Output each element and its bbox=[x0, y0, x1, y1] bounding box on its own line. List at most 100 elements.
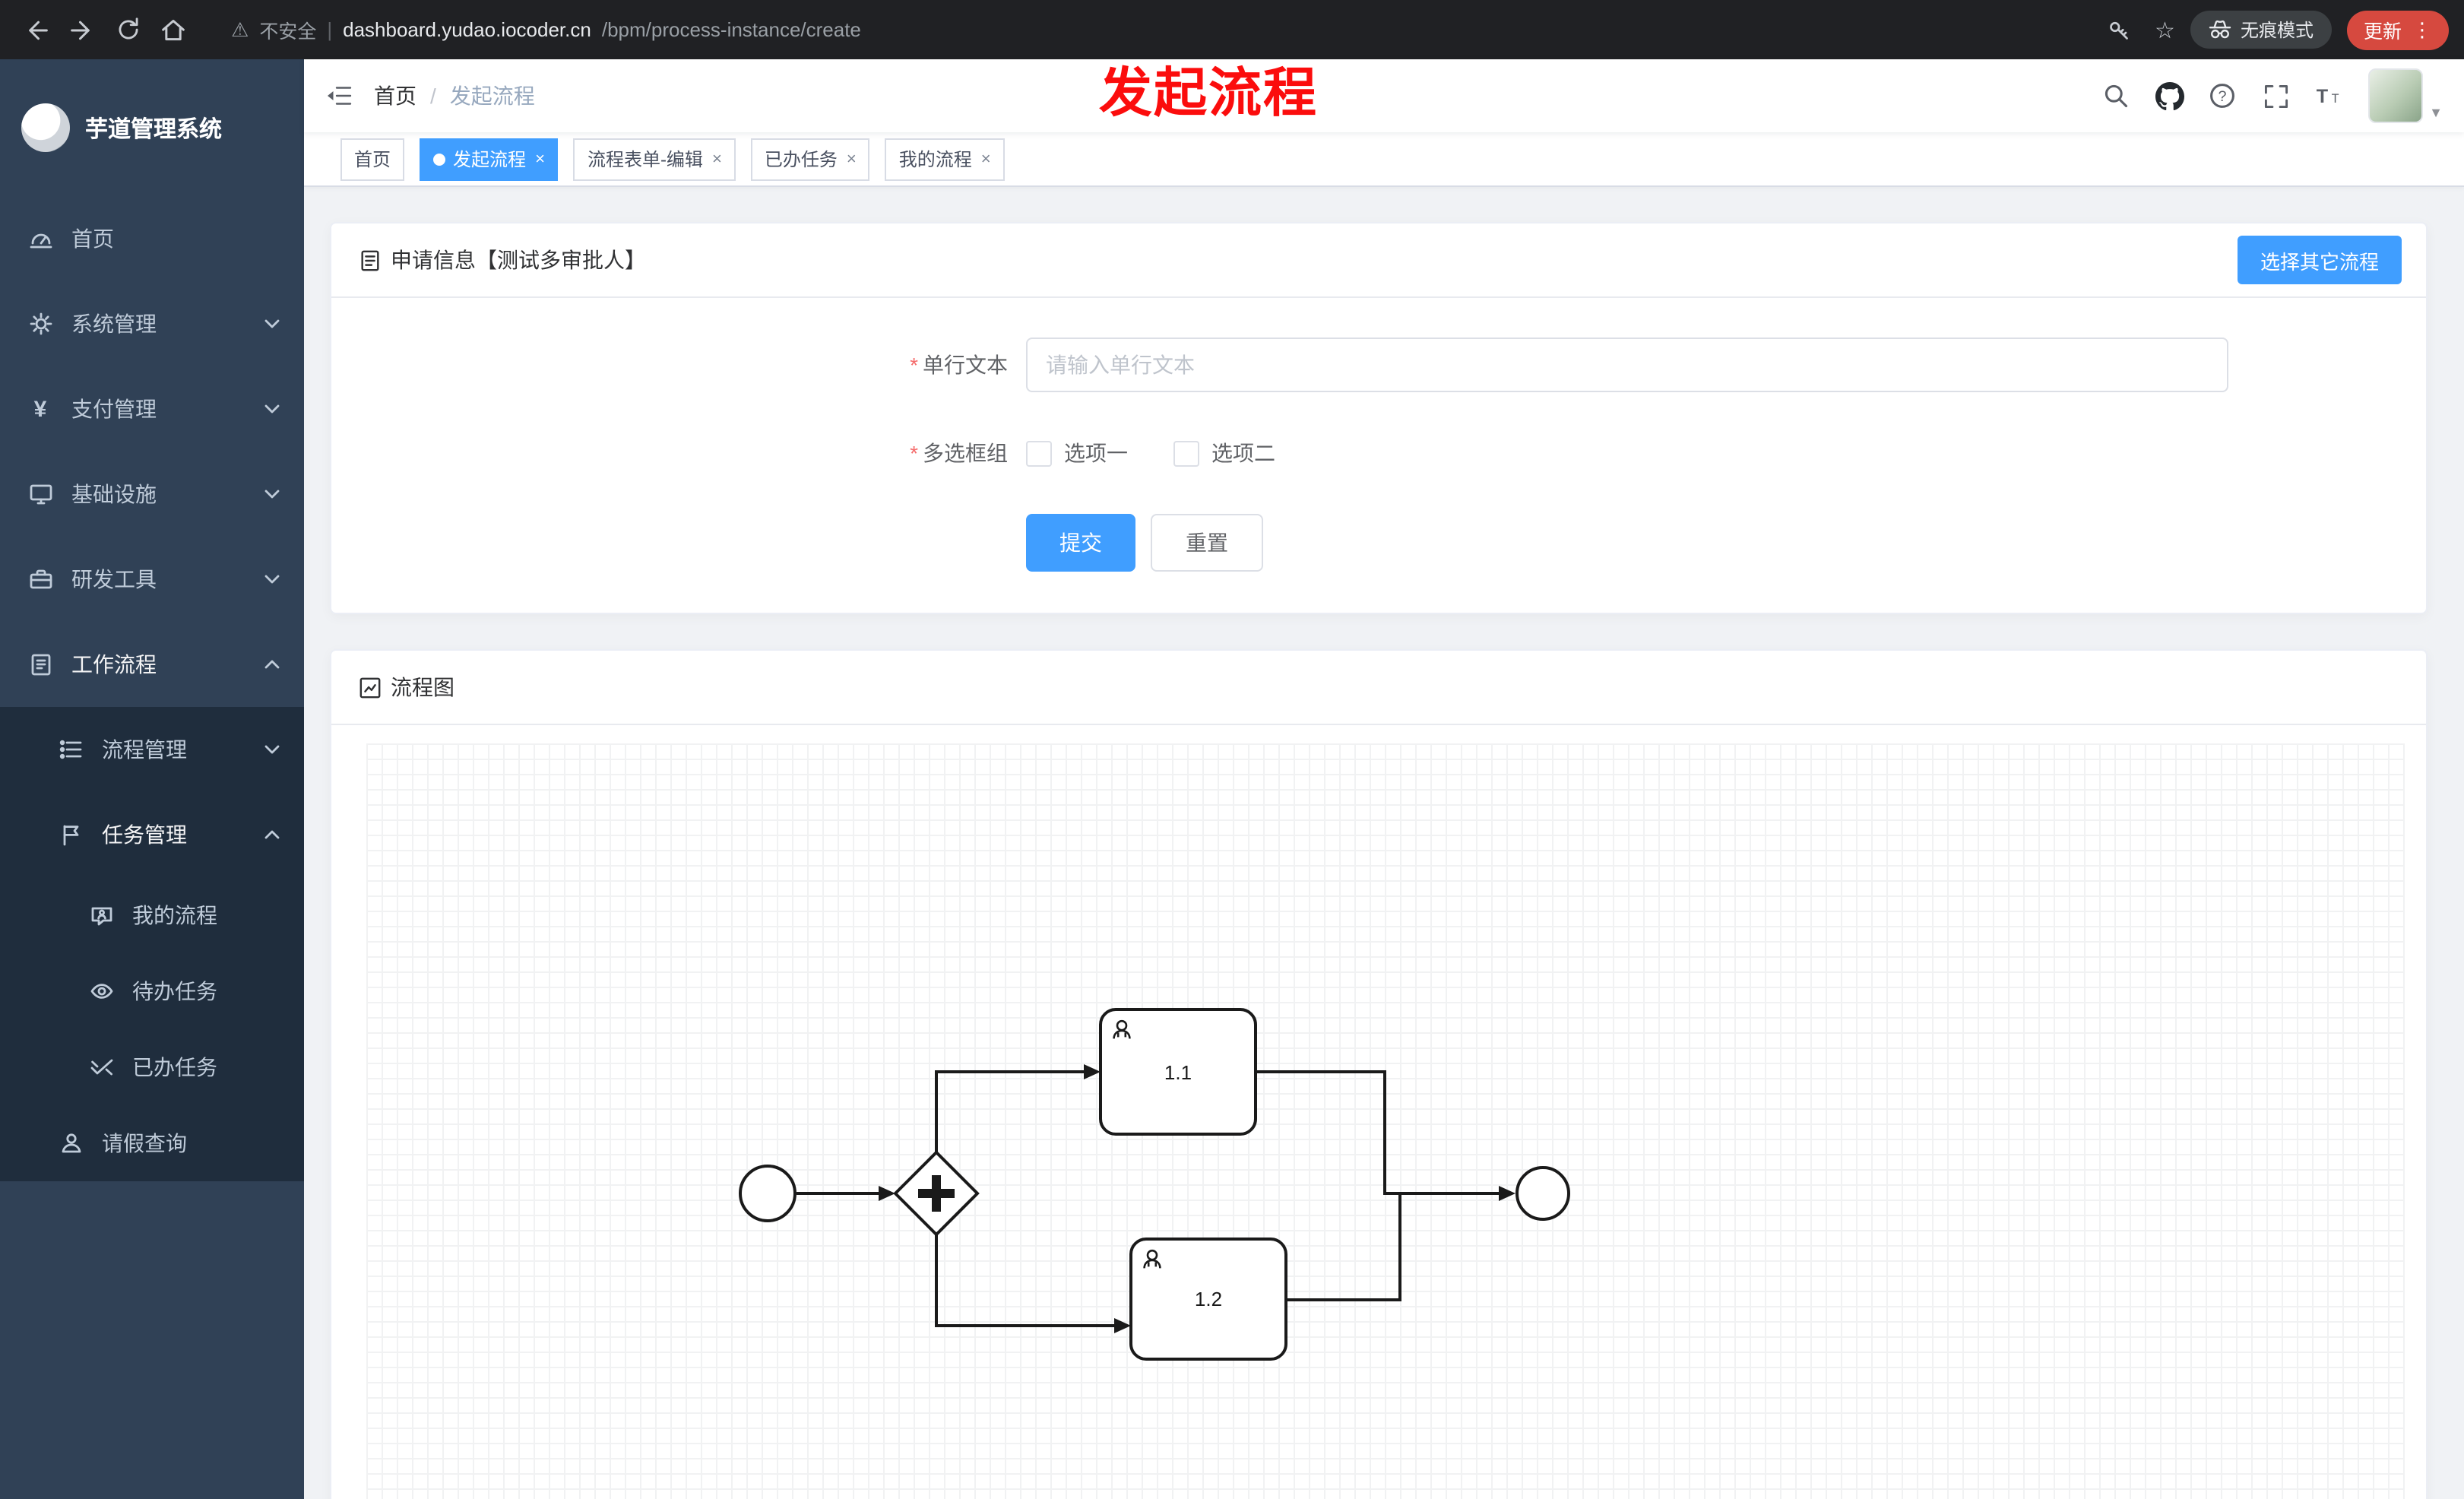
close-icon[interactable]: × bbox=[980, 150, 991, 168]
single-line-text-input[interactable] bbox=[1026, 338, 2228, 392]
back-icon[interactable] bbox=[15, 8, 58, 51]
clipboard-icon bbox=[27, 651, 53, 677]
checkbox-label: 选项一 bbox=[1064, 441, 1128, 465]
tags-view: 首页 发起流程 × 流程表单-编辑 × 已办任务 × 我的流程 × bbox=[304, 132, 2464, 187]
form-row-text: *单行文本 bbox=[795, 338, 2426, 392]
sidebar-item-infra[interactable]: 基础设施 bbox=[0, 452, 304, 537]
sidebar-item-todo-tasks[interactable]: 待办任务 bbox=[0, 953, 304, 1029]
tab-my-processes[interactable]: 我的流程 × bbox=[885, 138, 1005, 180]
svg-text:T: T bbox=[2332, 92, 2339, 106]
flow-task2-to-end bbox=[1286, 1195, 1401, 1301]
flag-icon bbox=[58, 822, 84, 848]
incognito-badge: 无痕模式 bbox=[2190, 11, 2332, 49]
user-task-2-node[interactable]: 1.2 bbox=[1129, 1238, 1287, 1361]
required-asterisk: * bbox=[910, 441, 918, 465]
end-event-node[interactable] bbox=[1515, 1166, 1570, 1221]
update-button[interactable]: 更新 ⋮ bbox=[2346, 10, 2449, 49]
plus-icon bbox=[918, 1175, 955, 1212]
incognito-icon bbox=[2209, 20, 2231, 39]
document-icon bbox=[361, 249, 379, 271]
home-icon[interactable] bbox=[152, 8, 195, 51]
url-path[interactable]: /bpm/process-instance/create bbox=[601, 18, 861, 41]
user-icon bbox=[1113, 1019, 1131, 1039]
sidebar-toggle-icon[interactable] bbox=[304, 59, 374, 132]
checkbox-box[interactable] bbox=[1026, 440, 1052, 466]
address-bar[interactable]: ⚠ 不安全 | dashboard.yudao.iocoder.cn/bpm/p… bbox=[231, 15, 2094, 44]
chevron-down-icon bbox=[264, 745, 280, 754]
sidebar-item-payment[interactable]: ¥ 支付管理 bbox=[0, 366, 304, 452]
list-icon bbox=[58, 737, 84, 762]
password-key-icon[interactable] bbox=[2097, 8, 2139, 51]
sidebar-item-leave-query[interactable]: 请假查询 bbox=[0, 1105, 304, 1181]
close-icon[interactable]: × bbox=[846, 150, 857, 168]
close-icon[interactable]: × bbox=[535, 150, 545, 168]
tab-create-process[interactable]: 发起流程 × bbox=[420, 138, 559, 180]
monitor-icon bbox=[27, 481, 53, 507]
process-diagram-card: 流程图 bbox=[330, 649, 2428, 1499]
tab-label: 首页 bbox=[354, 149, 391, 170]
sidebar-item-label: 流程管理 bbox=[102, 737, 187, 762]
task-label: 1.1 bbox=[1164, 1061, 1192, 1084]
sidebar-item-label: 待办任务 bbox=[132, 979, 217, 1003]
flow-task1-to-end bbox=[1256, 1070, 1503, 1195]
sidebar-item-label: 基础设施 bbox=[71, 482, 157, 506]
tab-form-edit[interactable]: 流程表单-编辑 × bbox=[573, 138, 736, 180]
sidebar-item-my-processes[interactable]: 我的流程 bbox=[0, 877, 304, 953]
tab-home[interactable]: 首页 bbox=[340, 138, 405, 180]
browser-menu-icon[interactable]: ⋮ bbox=[2412, 17, 2432, 40]
tab-done-tasks[interactable]: 已办任务 × bbox=[750, 138, 870, 180]
tab-label: 已办任务 bbox=[764, 149, 838, 170]
person-chat-icon bbox=[88, 902, 114, 928]
sidebar-item-task-mgmt[interactable]: 任务管理 bbox=[0, 792, 304, 877]
sidebar-item-process-mgmt[interactable]: 流程管理 bbox=[0, 707, 304, 792]
sidebar-item-devtools[interactable]: 研发工具 bbox=[0, 537, 304, 622]
sidebar-item-done-tasks[interactable]: 已办任务 bbox=[0, 1029, 304, 1105]
toolbox-icon bbox=[27, 566, 53, 592]
forward-icon[interactable] bbox=[61, 8, 103, 51]
bookmark-star-icon[interactable]: ☆ bbox=[2155, 17, 2175, 43]
choose-other-process-button[interactable]: 选择其它流程 bbox=[2237, 236, 2402, 284]
bpmn-diagram: 1.1 1.2 bbox=[739, 1008, 1570, 1361]
checkbox-option-1[interactable]: 选项一 bbox=[1026, 438, 1128, 468]
eye-icon bbox=[88, 978, 114, 1004]
security-label[interactable]: 不安全 bbox=[259, 21, 317, 43]
avatar[interactable] bbox=[2368, 68, 2424, 123]
checkbox-box[interactable] bbox=[1173, 440, 1199, 466]
refresh-icon[interactable] bbox=[106, 8, 149, 51]
sidebar-item-home[interactable]: 首页 bbox=[0, 196, 304, 281]
chevron-up-icon bbox=[264, 830, 280, 839]
user-menu[interactable]: ▼ bbox=[2368, 68, 2443, 123]
tab-label: 发起流程 bbox=[453, 149, 527, 170]
breadcrumb-home[interactable]: 首页 bbox=[374, 84, 416, 108]
help-icon[interactable]: ? bbox=[2203, 76, 2242, 116]
fullscreen-icon[interactable] bbox=[2256, 76, 2295, 116]
apply-info-card: 申请信息【测试多审批人】 选择其它流程 *单行文本 *多选框组 bbox=[330, 222, 2428, 614]
close-icon[interactable]: × bbox=[711, 150, 722, 168]
url-domain[interactable]: dashboard.yudao.iocoder.cn bbox=[343, 18, 591, 41]
field-label: *多选框组 bbox=[910, 441, 1008, 465]
app-logo[interactable]: 芋道管理系统 bbox=[0, 59, 304, 196]
bpmn-canvas[interactable]: 1.1 1.2 bbox=[366, 743, 2405, 1499]
reset-button[interactable]: 重置 bbox=[1151, 514, 1263, 572]
sidebar: 芋道管理系统 首页 系统管理 ¥ 支付管理 基础设施 bbox=[0, 59, 304, 1499]
incognito-label: 无痕模式 bbox=[2240, 20, 2314, 41]
checkbox-option-2[interactable]: 选项二 bbox=[1173, 438, 1275, 468]
search-icon[interactable] bbox=[2096, 76, 2136, 116]
address-separator: | bbox=[327, 18, 333, 41]
flow-chart-icon bbox=[359, 677, 381, 698]
required-asterisk: * bbox=[910, 353, 918, 377]
caret-down-icon: ▼ bbox=[2429, 105, 2443, 120]
sidebar-submenu-workflow: 流程管理 任务管理 我的流程 待办任务 已办 bbox=[0, 707, 304, 1181]
user-task-1-node[interactable]: 1.1 bbox=[1099, 1008, 1257, 1136]
sidebar-item-system[interactable]: 系统管理 bbox=[0, 281, 304, 366]
submit-button[interactable]: 提交 bbox=[1026, 514, 1135, 572]
start-event-node[interactable] bbox=[739, 1165, 797, 1222]
github-icon[interactable] bbox=[2149, 76, 2189, 116]
person-icon bbox=[58, 1130, 84, 1156]
sidebar-item-workflow[interactable]: 工作流程 bbox=[0, 622, 304, 707]
process-form: *单行文本 *多选框组 选项一 选项二 bbox=[331, 298, 2426, 613]
yen-icon: ¥ bbox=[33, 396, 47, 422]
